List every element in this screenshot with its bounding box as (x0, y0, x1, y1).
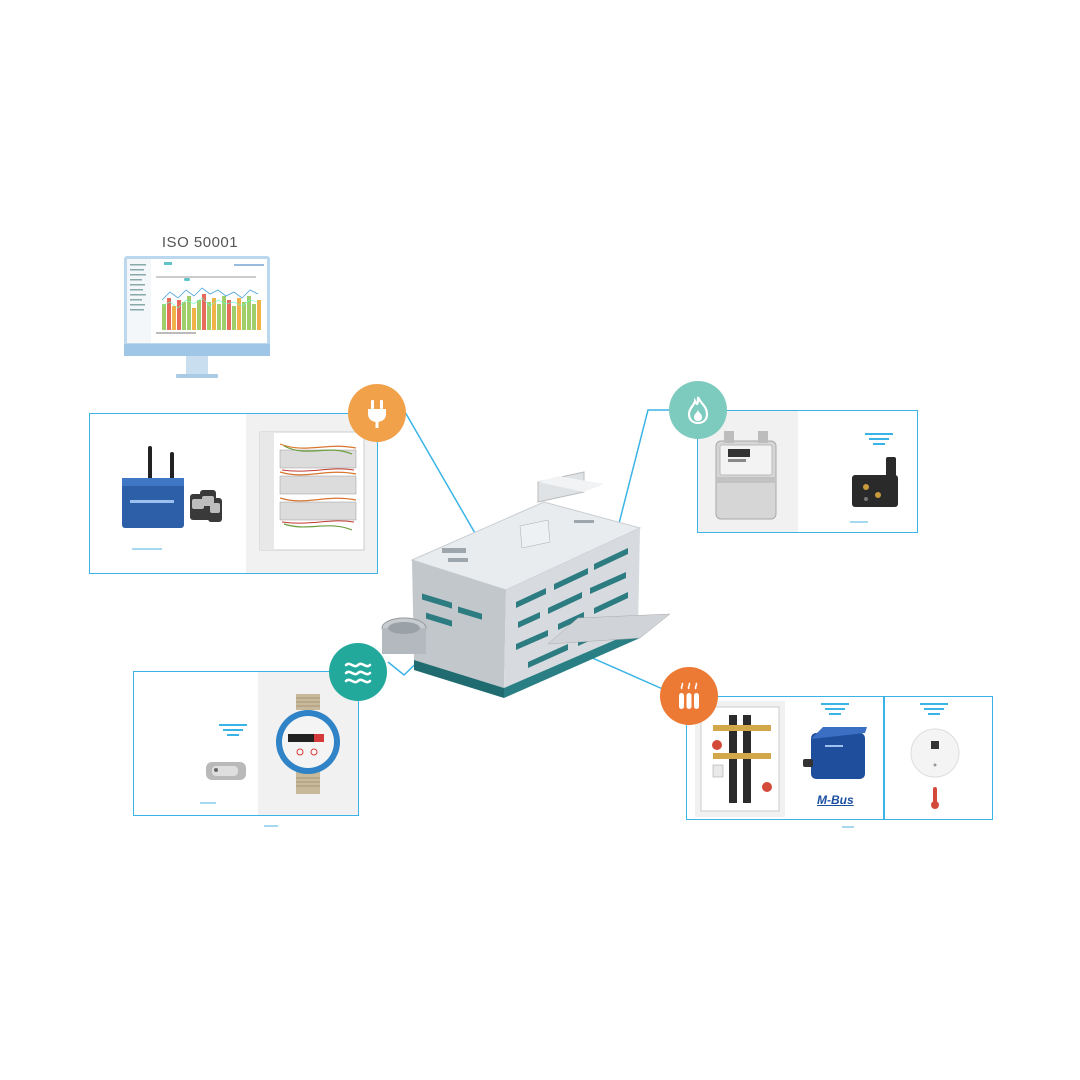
water-panel-caption (264, 825, 278, 827)
gas-badge (669, 381, 727, 439)
wireless-signal-icon (864, 433, 894, 447)
gas-caption (850, 521, 868, 523)
gas-sensor-image (852, 457, 898, 507)
water-sensor-image (206, 762, 246, 780)
mbus-label: M-Bus (817, 793, 854, 807)
waves-icon (344, 662, 372, 684)
dashboard-bars (162, 294, 261, 330)
heat-badge (660, 667, 718, 725)
flame-icon (687, 396, 709, 425)
mbus-box-image (803, 727, 867, 779)
gateway-caption (132, 548, 162, 550)
iso-title: ISO 50001 (161, 234, 239, 251)
heat-panel: M-Bus (686, 696, 993, 820)
water-sensor-caption (200, 802, 216, 804)
panel-divider (883, 697, 885, 819)
room-sensor-image (910, 728, 960, 809)
gas-panel (697, 410, 918, 533)
water-panel (133, 671, 359, 816)
switchboard-photo (246, 414, 377, 573)
wireless-signal-icon (820, 703, 850, 717)
electricity-badge (348, 384, 406, 442)
heat-distribution-photo (695, 701, 785, 817)
wireless-signal-icon (218, 724, 248, 738)
heat-panel-caption (842, 826, 854, 828)
water-meter-photo (258, 672, 358, 815)
water-badge (329, 643, 387, 701)
gateway-device-image (122, 446, 222, 528)
wireless-signal-icon (919, 703, 949, 717)
plug-icon (368, 400, 386, 428)
monitor (124, 256, 270, 380)
electricity-panel (89, 413, 378, 574)
office-building (381, 471, 671, 698)
radiator-icon (679, 682, 699, 709)
dashboard-screen (124, 256, 270, 378)
